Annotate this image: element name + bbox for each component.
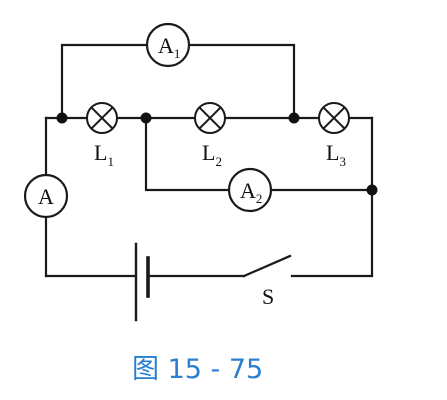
lamp-l3-letter: L bbox=[326, 140, 339, 165]
lamp-l1-subscript: 1 bbox=[107, 154, 114, 169]
lamp-l3-subscript: 3 bbox=[339, 154, 346, 169]
lamp-l1-cross-b bbox=[90, 106, 114, 130]
lamp-l1-letter: L bbox=[94, 140, 107, 165]
junction-node-left bbox=[56, 112, 68, 124]
ammeter-a2: A2 bbox=[227, 167, 273, 213]
lamp-l3: L3 bbox=[318, 102, 350, 169]
lamp-l3-cross-b bbox=[322, 106, 346, 130]
figure-caption: 图 15 - 75 bbox=[132, 354, 263, 385]
lamp-l2-letter: L bbox=[202, 140, 215, 165]
ammeter-a2-subscript: 2 bbox=[256, 191, 263, 206]
switch-lever bbox=[242, 254, 292, 278]
junction-node-l1-l2 bbox=[140, 112, 152, 124]
switch: S bbox=[242, 254, 292, 309]
junction-node-l2-l3 bbox=[288, 112, 300, 124]
ammeter-main-label: A bbox=[38, 184, 54, 209]
battery bbox=[134, 242, 150, 322]
lamp-l1: L1 bbox=[86, 102, 118, 169]
junction-nodes bbox=[56, 112, 378, 196]
lamp-l2-cross-b bbox=[198, 106, 222, 130]
lamp-l3-label: L3 bbox=[326, 140, 346, 169]
ammeter-a1-letter: A bbox=[158, 33, 174, 58]
ammeter-a2-body bbox=[227, 167, 273, 213]
lamp-l2: L2 bbox=[194, 102, 226, 169]
lamp-l2-subscript: 2 bbox=[215, 154, 222, 169]
ammeter-a2-label: A2 bbox=[240, 178, 262, 206]
ammeter-main: A bbox=[23, 173, 69, 219]
ammeter-a1-label: A1 bbox=[158, 33, 180, 61]
junction-node-right bbox=[366, 184, 378, 196]
ammeter-main-body bbox=[23, 173, 69, 219]
lamp-l1-label: L1 bbox=[94, 140, 114, 169]
lamp-l2-label: L2 bbox=[202, 140, 222, 169]
switch-label: S bbox=[262, 284, 274, 309]
ammeter-a1-body bbox=[145, 22, 191, 68]
ammeter-a1: A1 bbox=[145, 22, 191, 68]
ammeter-a1-subscript: 1 bbox=[174, 46, 181, 61]
wire-a2-branch bbox=[144, 116, 374, 192]
ammeter-a2-letter: A bbox=[240, 178, 256, 203]
